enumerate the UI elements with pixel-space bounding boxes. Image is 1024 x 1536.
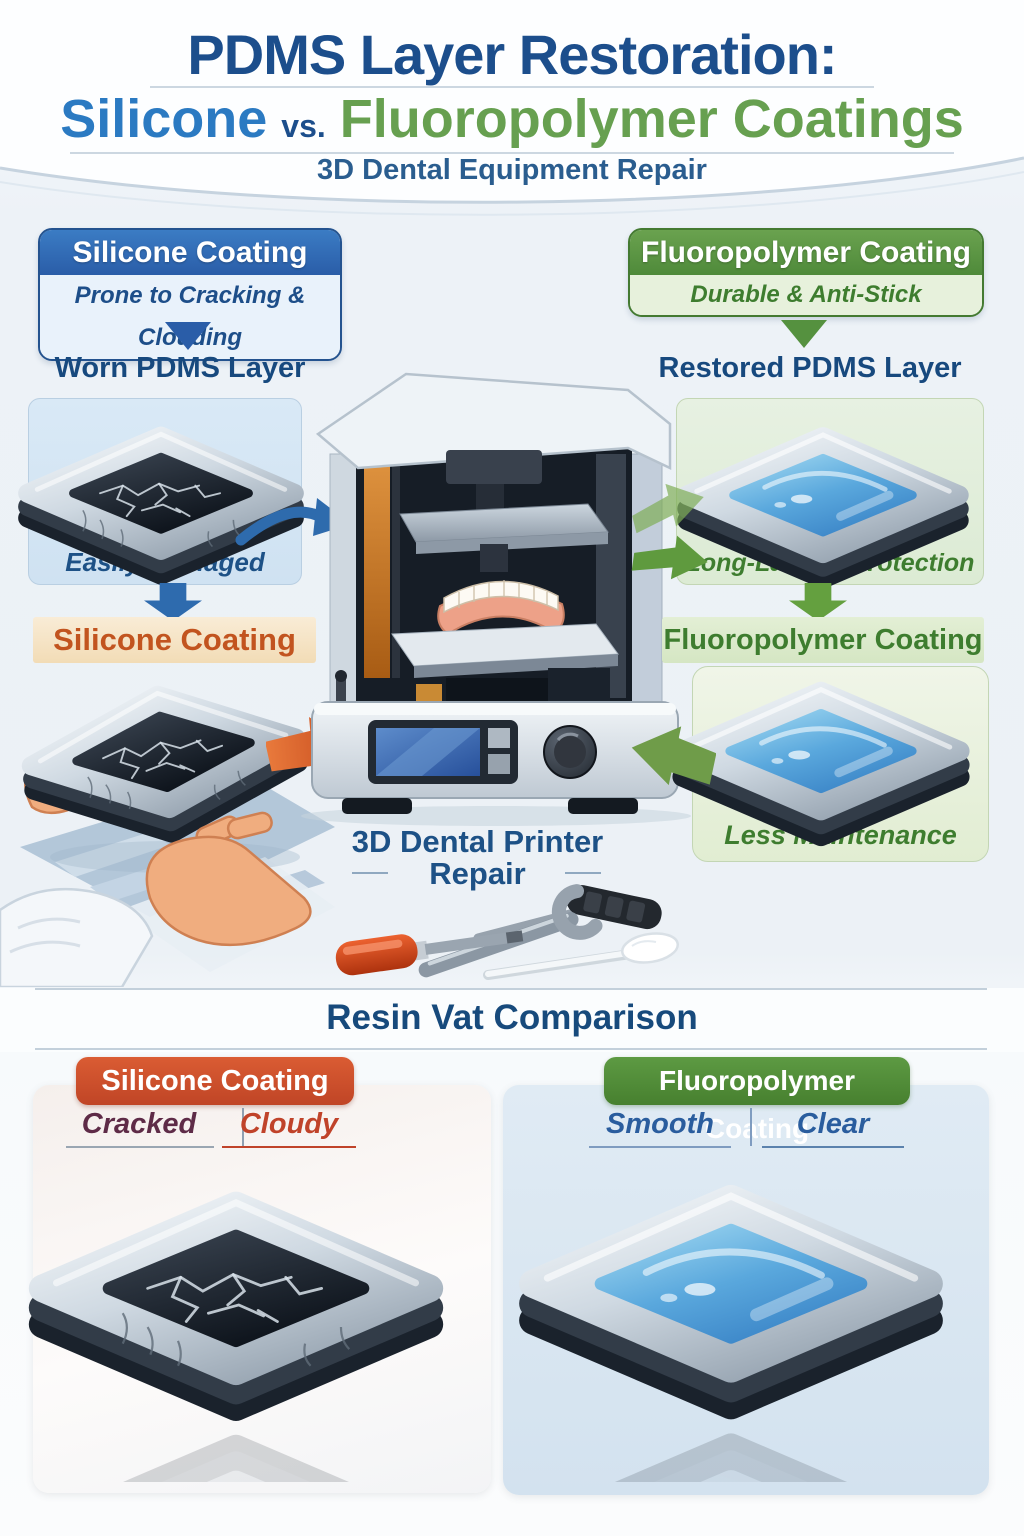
- green-left-arrow-icon: [631, 726, 716, 786]
- cracked-underline: [66, 1146, 214, 1148]
- restored-layer-label: Restored PDMS Layer: [658, 352, 962, 384]
- printer-caption-rule-right: [565, 872, 601, 874]
- header-tagline: 3D Dental Equipment Repair: [317, 154, 707, 186]
- title-divider-top: [150, 86, 874, 88]
- page-subtitle: Silicone vs. Fluoropolymer Coatings: [0, 88, 1024, 150]
- silicone-states-divider: [242, 1108, 244, 1146]
- fluoropolymer-states-divider: [750, 1108, 752, 1146]
- comparison-band: [0, 988, 1024, 1052]
- fluoropolymer-comparison-header: Fluoropolymer Coating: [604, 1057, 910, 1144]
- fluoropolymer-pointer-triangle: [781, 320, 827, 348]
- header-curve: [0, 0, 1024, 216]
- silicone-comparison-header: Silicone Coating: [76, 1057, 354, 1105]
- subtitle-silicone: Silicone: [60, 89, 268, 149]
- silicone-process-strip: Silicone Coating: [33, 617, 316, 663]
- state-smooth: Smooth: [606, 1108, 714, 1140]
- printer-caption-line1: 3D Dental Printer: [351, 824, 604, 859]
- red-screwdriver: [335, 930, 524, 976]
- printer-caption-rule-left: [352, 872, 388, 874]
- comparison-rule-bottom: [35, 1048, 987, 1050]
- page-title: PDMS Layer Restoration:: [187, 23, 837, 86]
- repair-tools-illustration: [335, 884, 679, 980]
- fluoropolymer-callout-header: Fluoropolymer Coating: [630, 230, 982, 275]
- state-cracked: Cracked: [81, 1108, 197, 1140]
- state-cloudy: Cloudy: [239, 1108, 339, 1140]
- subtitle-vs: vs.: [281, 108, 326, 144]
- cracked-vat-comparison-illustration: [15, 1150, 457, 1482]
- cloudy-underline: [222, 1146, 356, 1148]
- printer-caption-line2: Repair: [429, 856, 526, 891]
- fluoropolymer-callout: Fluoropolymer Coating Durable & Anti-Sti…: [628, 228, 984, 317]
- green-chevron-arrows-icon: [631, 483, 708, 580]
- comparison-title: Resin Vat Comparison: [326, 998, 698, 1037]
- clear-underline: [762, 1146, 904, 1148]
- clean-vat-comparison-illustration: [505, 1142, 957, 1482]
- worn-layer-label: Worn PDMS Layer: [54, 352, 306, 384]
- hands-replacing-vat-illustration: [0, 652, 335, 987]
- silicone-callout-header: Silicone Coating: [40, 230, 340, 275]
- comparison-rule-top: [35, 988, 987, 990]
- title-divider-bottom: [70, 152, 954, 154]
- silicone-pointer-triangle: [165, 322, 211, 350]
- fluoropolymer-process-strip: Fluoropolymer Coating: [662, 617, 984, 663]
- fluoropolymer-callout-trait: Durable & Anti-Stick: [630, 275, 982, 315]
- smooth-underline: [589, 1146, 731, 1148]
- subtitle-fluoropolymer: Fluoropolymer Coatings: [339, 89, 964, 149]
- dental-printer-illustration: [301, 372, 691, 826]
- cotton-swab: [483, 932, 679, 980]
- state-clear: Clear: [796, 1108, 870, 1140]
